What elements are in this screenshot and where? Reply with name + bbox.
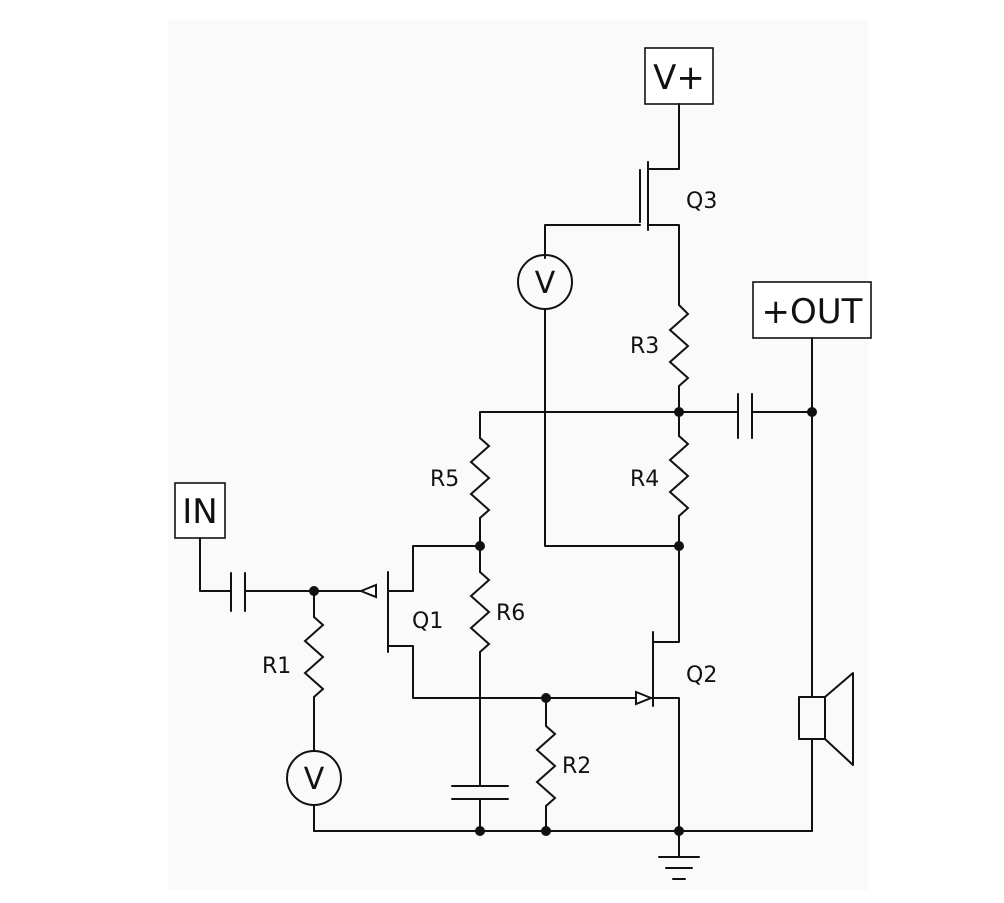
q2-label: Q2 [686,663,717,688]
resistor-r5: R5 [430,412,491,546]
input-coupling-capacitor [230,572,315,612]
output-coupling-capacitor [678,393,813,439]
in-terminal: IN [174,482,232,592]
q2-arrow [635,690,654,706]
junction-dots [309,407,817,836]
resistor-r4: R4 [630,412,690,546]
ground-icon [658,830,700,880]
resistor-r1: R1 [262,591,325,751]
q3-mosfet: Q3 [544,103,717,306]
vplus-terminal: V+ [644,47,714,105]
q1-jfet: Q1 [313,545,547,699]
r2-label: R2 [562,754,591,779]
schematic-paper [168,20,868,890]
resistor-r6: R6 [469,546,525,786]
voltage-source-top: V [517,254,680,547]
r4-label: R4 [630,467,659,492]
out-label: +OUT [762,292,863,332]
voltage-source-bottom-label: V [304,762,325,797]
q1-label: Q1 [412,609,443,634]
voltage-source-top-label: V [535,266,556,301]
q1-gate-arrow [358,583,377,599]
r3-label: R3 [630,334,659,359]
resistor-r3: R3 [630,304,690,412]
resistor-r2: R2 [535,698,591,831]
r5-label: R5 [430,467,459,492]
in-label: IN [182,492,217,532]
r6-label: R6 [496,601,525,626]
r1-label: R1 [262,654,291,679]
voltage-source-bottom: V [286,750,342,832]
out-terminal: +OUT [752,281,872,698]
q3-label: Q3 [686,189,717,214]
bypass-capacitor [451,785,509,832]
vplus-label: V+ [653,58,705,98]
q2-transistor: Q2 [545,545,717,832]
speaker-icon [798,672,854,832]
